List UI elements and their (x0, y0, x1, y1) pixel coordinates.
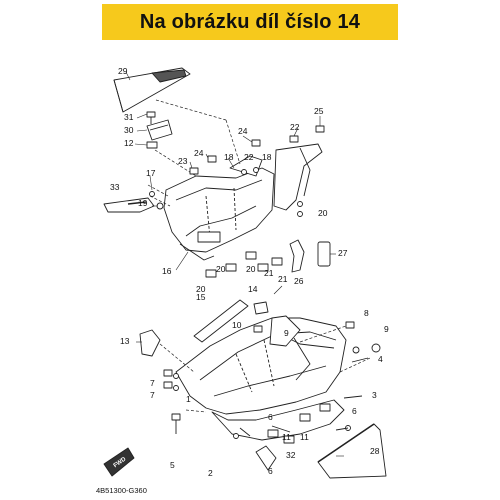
callout-label-l1: 1 (186, 394, 191, 404)
label-leader-lines (125, 71, 344, 457)
callout-label-l5: 5 (170, 460, 175, 470)
callout-label-l6b: 6 (268, 412, 273, 422)
part-12-clip (146, 141, 158, 149)
callout-label-l18a: 18 (224, 152, 234, 162)
callout-label-l13: 13 (120, 336, 130, 346)
fwd-arrow-icon (103, 447, 135, 477)
callout-label-l9b: 9 (384, 324, 389, 334)
part-31-screw (146, 111, 156, 124)
callout-label-l14: 14 (248, 284, 258, 294)
callout-label-l8: 8 (364, 308, 369, 318)
callout-label-l9a: 9 (284, 328, 289, 338)
callout-label-l17: 17 (146, 168, 156, 178)
callout-label-l4: 4 (378, 354, 383, 364)
callout-label-l19: 19 (138, 198, 148, 208)
callout-label-l7b: 7 (150, 390, 155, 400)
callout-label-l11b: 11 (300, 432, 309, 442)
callout-label-l20a: 20 (318, 208, 328, 218)
callout-label-l32: 32 (286, 450, 296, 460)
part-27-rubber (317, 241, 331, 267)
callout-label-l21a: 21 (264, 268, 274, 278)
callout-label-l26: 26 (294, 276, 304, 286)
callout-label-l15: 15 (196, 292, 206, 302)
upper-fasteners (149, 125, 325, 278)
callout-label-l20b: 20 (196, 284, 206, 294)
callout-label-l11a: 11 (282, 432, 291, 442)
lower-right-panel (269, 315, 301, 347)
callout-label-l23: 23 (178, 156, 188, 166)
callout-label-l27: 27 (338, 248, 348, 258)
part-29-panel (113, 67, 191, 113)
callout-label-l12: 12 (124, 138, 134, 148)
callout-label-l7a: 7 (150, 378, 155, 388)
upper-leader-lines (147, 99, 241, 207)
part-26-rubber (289, 239, 305, 273)
callout-label-l24b: 24 (238, 126, 248, 136)
callout-label-l10: 10 (232, 320, 242, 330)
lower-leader-lines (159, 325, 371, 413)
part-28-panel (317, 423, 387, 479)
callout-label-l3: 3 (372, 390, 377, 400)
callout-label-l6a: 6 (352, 406, 357, 416)
callout-label-l24a: 24 (194, 148, 204, 158)
callout-label-l22a: 22 (244, 152, 254, 162)
part-30-bracket (146, 119, 173, 141)
callout-label-l33: 33 (110, 182, 120, 192)
part-32-clip (255, 445, 277, 471)
part-33-strip (103, 197, 155, 213)
part-15-strip (193, 299, 249, 343)
part-13-bracket (139, 329, 161, 357)
part-14-pad (253, 301, 269, 315)
callout-label-l22b: 22 (290, 122, 300, 132)
part-16-upper-cover (163, 167, 275, 261)
callout-label-l16: 16 (162, 266, 172, 276)
callout-label-l29: 29 (118, 66, 128, 76)
part-number-banner: Na obrázku díl číslo 14 (102, 4, 398, 40)
banner-title: Na obrázku díl číslo 14 (139, 10, 361, 33)
part-1-lower-cover (175, 317, 347, 441)
callout-label-l30: 30 (124, 125, 134, 135)
callout-label-l20c: 20 (216, 264, 226, 274)
callout-label-l6c: 6 (268, 466, 273, 476)
callout-label-l2: 2 (208, 468, 213, 478)
lower-fasteners (163, 321, 381, 444)
callout-label-l21b: 21 (278, 274, 288, 284)
callout-label-l20d: 20 (246, 264, 256, 274)
callout-label-l28: 28 (370, 446, 380, 456)
callout-label-l25: 25 (314, 106, 324, 116)
part-upper-right-side (229, 143, 323, 211)
callout-label-l18b: 18 (262, 152, 272, 162)
diagram-code: 4B51300-G360 (96, 486, 147, 495)
callout-label-l31: 31 (124, 112, 134, 122)
